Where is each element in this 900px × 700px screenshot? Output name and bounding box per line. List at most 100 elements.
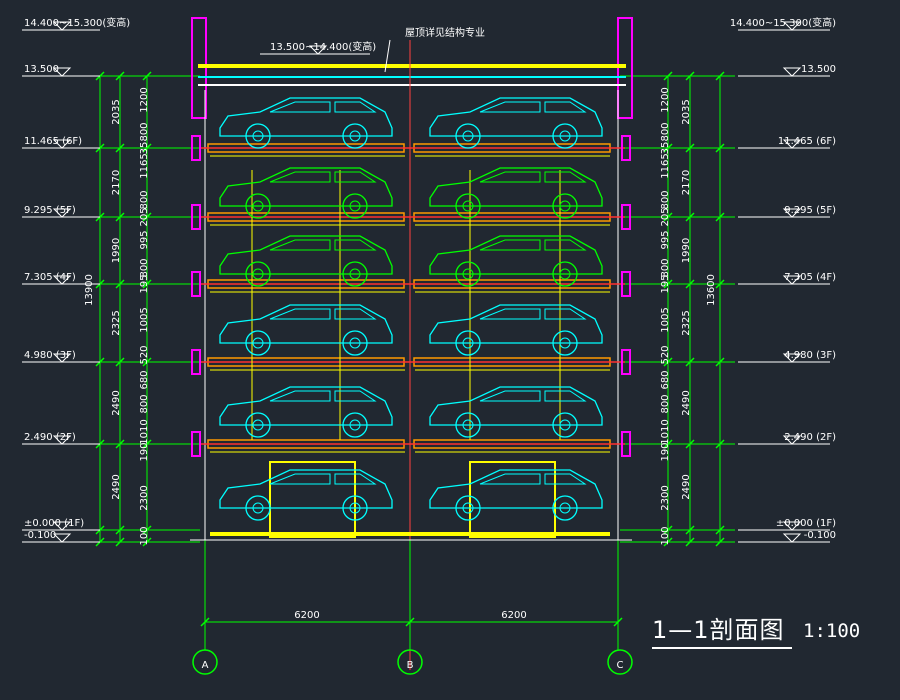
- car-hub: [462, 200, 474, 212]
- car-wheel-rear: [342, 123, 368, 149]
- elev-label-right: ±0.000 (1F): [776, 518, 836, 529]
- dim-inner-left: 800: [139, 122, 150, 141]
- dim-inner-right: 680: [660, 370, 671, 389]
- car-wheel-rear: [342, 495, 368, 521]
- dim-inner-right: 995: [660, 230, 671, 249]
- dim-inner-left: 190: [139, 442, 150, 461]
- dim-tick: [715, 279, 725, 289]
- side-post-left: [191, 271, 201, 297]
- dim-tick: [142, 212, 152, 222]
- elev-triangle-left: [52, 67, 72, 77]
- car-body: [429, 235, 603, 275]
- pit-frame-left: [269, 461, 356, 538]
- dim-outer-left: 2035: [111, 99, 122, 124]
- car: [219, 235, 393, 287]
- car-hub: [462, 419, 474, 431]
- dim-tick: [115, 525, 125, 535]
- car-hub: [252, 200, 264, 212]
- elev-triangle-left: [52, 521, 72, 531]
- elev-triangle-left: [52, 21, 72, 31]
- car-body: [219, 386, 393, 426]
- car-window: [269, 390, 377, 402]
- dim-tick: [685, 212, 695, 222]
- side-post-right: [621, 204, 631, 230]
- car-hub: [349, 200, 361, 212]
- dim-inner-left: 2300: [139, 485, 150, 510]
- car-hub: [462, 337, 474, 349]
- elev-triangle-right: [782, 533, 802, 543]
- dim-tick: [715, 439, 725, 449]
- car-window: [269, 308, 377, 320]
- dim-inner-right: 800: [660, 122, 671, 141]
- dim-inner-right: 1005: [660, 307, 671, 332]
- car-body: [219, 235, 393, 275]
- car-window: [479, 239, 587, 251]
- car-hub: [462, 502, 474, 514]
- car-body: [429, 304, 603, 344]
- elev-label-left: ±0.000 (1F): [24, 518, 84, 529]
- elev-label-right: 2.490 (2F): [784, 432, 836, 443]
- elev-label-right: 14.400~15.300(变高): [730, 16, 836, 29]
- drawing-title: 1—1剖面图: [652, 616, 785, 644]
- elev-triangle-right: [782, 21, 802, 31]
- car: [219, 386, 393, 438]
- roof-beam-cyan: [198, 76, 626, 78]
- elev-triangle-left: [52, 435, 72, 445]
- car-wheel-rear: [342, 330, 368, 356]
- car-hub: [252, 337, 264, 349]
- dim-inner-right: 205: [660, 207, 671, 226]
- elev-label-right: -0.100: [804, 530, 836, 541]
- dim-tick: [715, 71, 725, 81]
- dim-tick: [142, 537, 152, 547]
- dim-outer-right: 2490: [681, 390, 692, 415]
- dim-tick: [663, 212, 673, 222]
- side-post-left: [191, 135, 201, 161]
- elev-label-left: 2.490 (2F): [24, 432, 76, 443]
- dim-tick: [715, 143, 725, 153]
- elev-triangle-left: [52, 208, 72, 218]
- car-window: [479, 171, 587, 183]
- dim-total-right: 13600: [706, 274, 717, 306]
- dim-inner-right: 1010: [660, 419, 671, 444]
- elev-label-left: 11.465 (6F): [24, 136, 82, 147]
- car-hub: [462, 268, 474, 280]
- dim-inner-left: 195: [139, 274, 150, 293]
- dim-tick: [685, 525, 695, 535]
- dim-inner-left: 520: [139, 345, 150, 364]
- car-body: [219, 97, 393, 137]
- pit-frame-right: [469, 461, 556, 538]
- dim-tick: [115, 537, 125, 547]
- dim-outer-left: 2490: [111, 474, 122, 499]
- car-wheel-rear: [342, 412, 368, 438]
- elev-label-right: 13.500: [801, 64, 836, 75]
- car-wheel-rear: [552, 193, 578, 219]
- dim-tick: [663, 357, 673, 367]
- dim-tick: [142, 439, 152, 449]
- dim-tick: [685, 439, 695, 449]
- car: [429, 386, 603, 438]
- dim-tick: [663, 537, 673, 547]
- side-post-left: [191, 349, 201, 375]
- car-wheel-front: [245, 123, 271, 149]
- dim-inner-left: 800: [139, 190, 150, 209]
- dim-tick: [715, 212, 725, 222]
- car: [429, 235, 603, 287]
- car-window: [479, 473, 587, 485]
- car-hub: [252, 419, 264, 431]
- dim-inner-right: 2300: [660, 485, 671, 510]
- elev-triangle-left: [52, 533, 72, 543]
- car-window: [479, 308, 587, 320]
- dim-inner-right: 190: [660, 442, 671, 461]
- dim-tick: [663, 143, 673, 153]
- car-wheel-front: [245, 193, 271, 219]
- car-window: [479, 390, 587, 402]
- dim-inner-right: 800: [660, 190, 671, 209]
- dim-outer-left: 2325: [111, 310, 122, 335]
- dim-inner-left: 205: [139, 207, 150, 226]
- car-hub: [349, 502, 361, 514]
- dim-tick: [142, 525, 152, 535]
- dim-inner-left: 100: [139, 526, 150, 545]
- car-hub: [252, 130, 264, 142]
- dim-inner-left: 800: [139, 394, 150, 413]
- dim-inner-left: 1165: [139, 153, 150, 178]
